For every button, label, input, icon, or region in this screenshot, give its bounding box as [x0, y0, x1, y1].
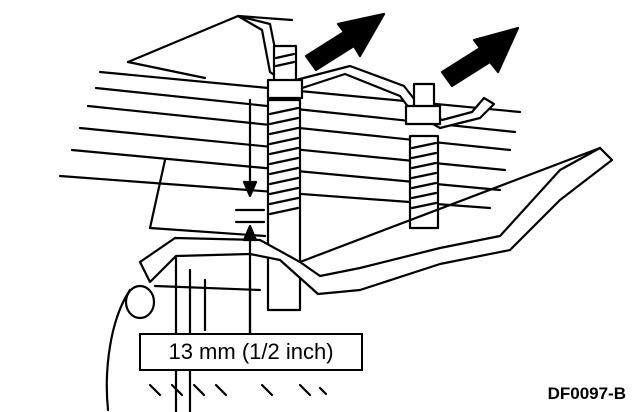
figure-id-label: DF0097-B [547, 384, 626, 403]
dimension-arrow-down [242, 180, 258, 198]
dimension-arrow-up [242, 224, 258, 242]
spring-plate [236, 14, 496, 130]
arrow-upper-left [304, 12, 386, 72]
ground-hatching [148, 383, 328, 397]
left-u-bolt [266, 44, 304, 312]
clearance-callout: 13 mm (1/2 inch) [139, 333, 363, 371]
lower-bracket [138, 146, 614, 296]
clearance-dimension [234, 98, 266, 336]
clearance-callout-text: 13 mm (1/2 inch) [168, 339, 334, 364]
right-u-bolt [404, 82, 442, 230]
arrow-upper-right [440, 26, 520, 88]
